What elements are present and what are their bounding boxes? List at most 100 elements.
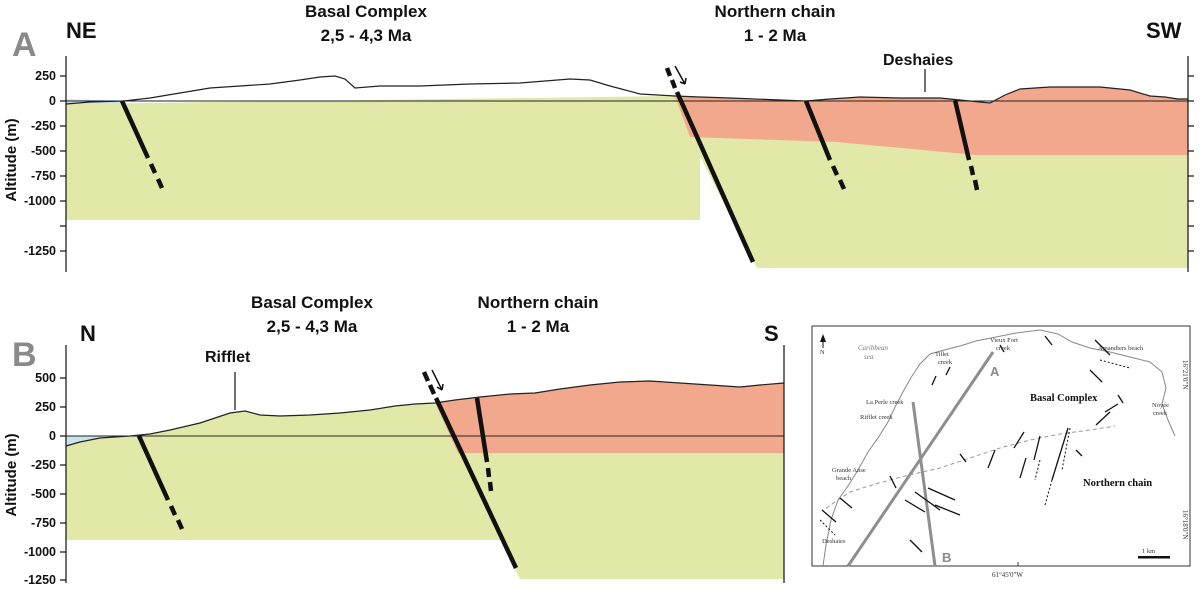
faults-b (136, 371, 519, 569)
map-basal-complex-label: Basal Complex (1030, 393, 1098, 404)
fault-a-3-dash2 (972, 179, 980, 191)
scale-bar (1138, 556, 1170, 559)
slip-arrow-a (674, 65, 687, 85)
scale-label: 1 km (1142, 548, 1155, 555)
north-label: N (820, 349, 825, 356)
axis-title-b: Altitude (m) (3, 433, 20, 516)
sea-label-line2: sea (864, 353, 874, 361)
fault-a-3-dash1 (968, 165, 976, 176)
direction-sw: SW (1146, 18, 1182, 43)
rifflet-creek-label: Rifflet creek (860, 414, 893, 421)
fault-b-1-dash2 (175, 519, 185, 530)
tick-a-minus-1250: -1250 (24, 244, 56, 258)
vieux-fort-label-line2: creek (996, 345, 1011, 352)
northern-chain-title-b: Northern chain (478, 293, 599, 312)
fault-a-main (674, 91, 756, 263)
vieux-fort-label-line1: Vieux Fort (990, 337, 1018, 344)
basal-complex-age-b: 2,5 - 4,3 Ma (267, 317, 358, 336)
panel-a: 250 0 -250 -500 -750 -1000 -1250 Altitud… (3, 2, 1194, 272)
lon-label: 61°45'0"W (992, 571, 1023, 579)
left-axis-a (60, 56, 67, 272)
fault-b-1 (136, 435, 171, 501)
fault-b-1-dash1 (168, 505, 178, 516)
sea-label-line1: Caribbean (858, 344, 888, 352)
northern-chain-b (435, 381, 784, 453)
fault-a-2-dash1 (830, 165, 840, 176)
topography-a (65, 75, 1188, 105)
northern-chain-age-b: 1 - 2 Ma (507, 317, 570, 336)
coastline (822, 329, 1176, 567)
tick-b-0: 0 (49, 429, 56, 443)
tick-b-minus-250: -250 (31, 458, 56, 472)
tick-a-minus-750: -750 (31, 169, 56, 183)
grande-anse-label-line1: Grande Anse (832, 467, 866, 474)
panel-b: 500 250 0 -250 -500 -750 -1000 -1250 Alt… (3, 293, 785, 587)
map-faults-dashed (819, 359, 1131, 536)
basal-complex-title-b: Basal Complex (251, 293, 373, 312)
topography-b (65, 380, 785, 447)
faults-a (119, 67, 980, 263)
inset-map: N Caribbean sea Tillet creek Vieux Fort … (811, 325, 1191, 579)
basal-complex-b-right (458, 453, 784, 579)
north-arrow-icon (820, 334, 826, 348)
northern-chain-a (675, 87, 1188, 155)
basal-complex-age-a: 2,5 - 4,3 Ma (321, 26, 412, 45)
fault-b-main-dash1 (421, 371, 431, 382)
tick-a-minus-500: -500 (31, 144, 56, 158)
basal-complex-a-right (690, 137, 1188, 268)
basal-complex-title-a: Basal Complex (305, 2, 427, 21)
tillet-label-line1: Tillet (935, 351, 949, 358)
fault-a-main-dash2 (669, 79, 678, 89)
panel-letter-a: A (12, 26, 37, 64)
direction-s: S (764, 321, 779, 346)
noyee-label-line2: creek (1153, 410, 1168, 417)
perle-label: La Perle creek (866, 399, 904, 406)
lat-bottom-label: 16°18'0"N (1181, 510, 1189, 539)
tick-a-0: 0 (49, 94, 56, 108)
tick-b-minus-750: -750 (31, 516, 56, 530)
deshaies-label: Deshaies (883, 52, 953, 69)
slip-arrow-b (431, 369, 444, 391)
tick-a-minus-1000: -1000 (24, 194, 56, 208)
rifflet-label: Rifflet (205, 349, 251, 366)
amandiers-label: Amandiers beach (1098, 345, 1144, 352)
fault-a-1 (119, 100, 151, 159)
tick-a-250: 250 (35, 69, 56, 83)
right-axis-a (1187, 56, 1194, 272)
map-northern-chain-label: Northern chain (1083, 478, 1152, 489)
fault-b-main (433, 397, 519, 569)
panel-letter-b: B (12, 336, 37, 374)
fault-a-2-dash2 (837, 179, 847, 190)
northern-chain-age-a: 1 - 2 Ma (744, 26, 807, 45)
profile-line-b (911, 401, 937, 567)
direction-n: N (80, 321, 96, 346)
fault-b-2-dash1 (485, 467, 492, 478)
map-faults (821, 335, 1124, 553)
fault-b-2 (474, 397, 490, 463)
fault-b-main-dash2 (427, 384, 437, 395)
tick-b-minus-1000: -1000 (24, 545, 56, 559)
axis-title-a: Altitude (m) (3, 118, 20, 201)
fault-a-2 (803, 100, 833, 161)
map-line-a-label: A (990, 364, 1000, 379)
northern-chain-title-a: Northern chain (715, 2, 836, 21)
lat-top-label: 16°21'0"N (1181, 360, 1189, 389)
fault-a-3 (952, 99, 972, 161)
tillet-label-line2: creek (938, 359, 953, 366)
tick-b-250: 250 (35, 400, 56, 414)
sea-b (66, 436, 140, 446)
tick-a-minus-250: -250 (31, 119, 56, 133)
fault-a-main-dash1 (664, 67, 673, 77)
fault-b-2-dash2 (487, 481, 494, 492)
fault-a-1-dash1 (148, 163, 158, 174)
noyee-label-line1: Noyée (1152, 402, 1169, 409)
tick-b-minus-500: -500 (31, 487, 56, 501)
grande-anse-label-line2: beach (836, 475, 852, 482)
direction-ne: NE (66, 18, 97, 43)
tick-b-500: 500 (35, 371, 56, 385)
tick-b-minus-1250: -1250 (24, 573, 56, 587)
fault-a-1-dash2 (155, 178, 165, 189)
basal-complex-b (66, 403, 515, 568)
map-line-b-label: B (942, 550, 951, 565)
